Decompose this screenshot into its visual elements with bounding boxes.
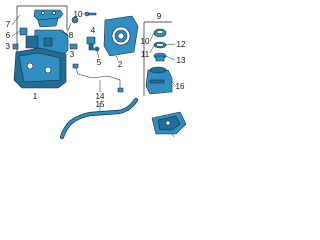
- callout-9: 9: [157, 12, 162, 21]
- group-bracket-right: [143, 21, 172, 96]
- callout-12: 12: [177, 40, 186, 49]
- callout-10a: 10: [74, 10, 83, 19]
- brake-line-part: [72, 63, 124, 93]
- abs-modulator-part: [13, 29, 69, 89]
- seal-ring-part: [153, 41, 167, 49]
- callout-15-label: 15: [96, 100, 105, 109]
- callout-10b: 10: [141, 37, 150, 46]
- upper-bracket-part: [33, 9, 64, 28]
- mount-bracket-part: [151, 111, 187, 135]
- gasket-plate-part: [103, 15, 139, 57]
- callout-4: 4: [91, 26, 96, 35]
- bolt-lower-part: [90, 46, 100, 52]
- callout-14: 14: [96, 92, 105, 101]
- hose-part: [59, 97, 139, 140]
- callout-8: 8: [69, 31, 74, 40]
- bolt-right-part: [69, 43, 78, 50]
- parts-diagram: 1 2 3 3 4 5 6 7 8 9 10 10 11 12 13 14 15…: [6, 5, 187, 140]
- bracket-clip-part: [19, 27, 28, 36]
- grommet-part: [71, 16, 79, 24]
- callout-1: 1: [33, 92, 38, 101]
- callout-7: 7: [6, 20, 11, 29]
- callout-6: 6: [6, 31, 11, 40]
- bolt-part: [84, 11, 97, 17]
- reservoir-cap-part: [153, 28, 167, 38]
- callout-11: 11: [141, 50, 150, 59]
- bolt-left-part: [12, 43, 19, 50]
- callout-3a: 3: [6, 42, 11, 51]
- filter-part: [153, 52, 167, 62]
- callout-2: 2: [118, 60, 123, 69]
- callout-16: 16: [176, 82, 185, 91]
- callout-3b: 3: [70, 50, 75, 59]
- reservoir-tank-part: [145, 66, 173, 95]
- callout-5: 5: [97, 58, 102, 67]
- callout-13: 13: [177, 56, 186, 65]
